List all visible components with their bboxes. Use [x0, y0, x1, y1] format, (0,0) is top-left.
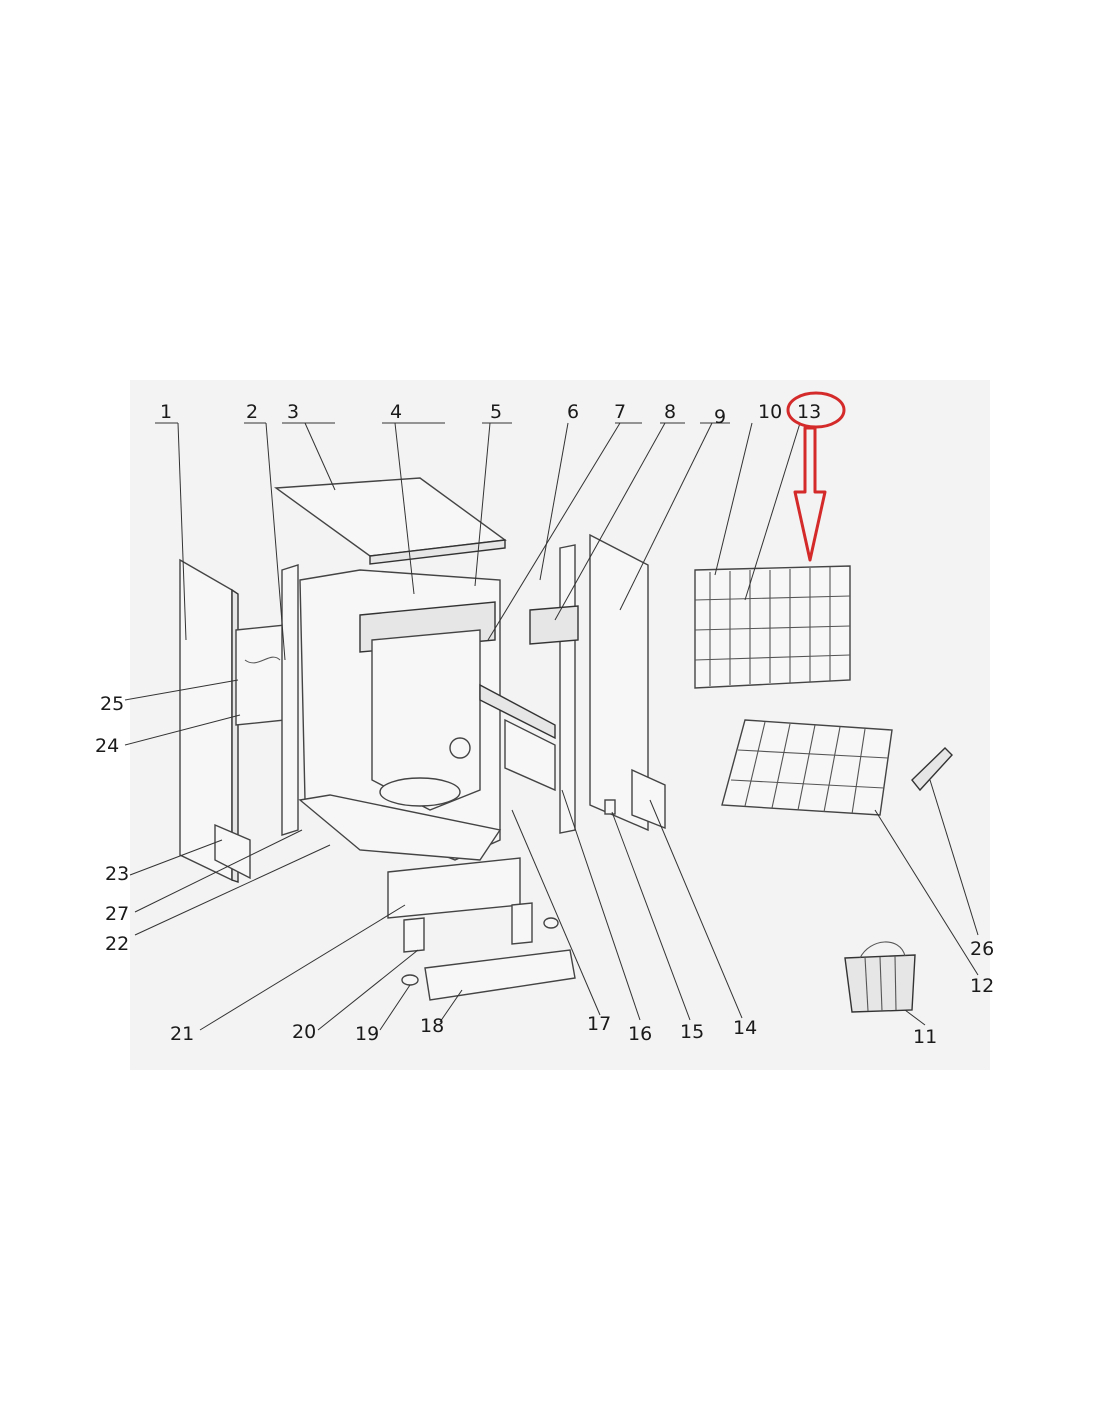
label-18: 18 — [420, 1015, 444, 1037]
label-1: 1 — [160, 401, 172, 423]
part-22-base-tray — [298, 794, 502, 861]
label-26: 26 — [970, 938, 994, 960]
label-4: 4 — [390, 401, 402, 423]
highlight-arrow-icon — [793, 426, 827, 562]
lower-basket-wires — [730, 721, 889, 815]
label-17: 17 — [587, 1013, 611, 1035]
cutlery-basket-grid — [864, 955, 897, 1012]
leader-lines — [124, 422, 979, 1031]
label-25: 25 — [100, 693, 124, 715]
label-13: 13 — [797, 401, 821, 423]
label-15: 15 — [680, 1021, 704, 1043]
foot-right — [543, 917, 559, 929]
label-9: 9 — [714, 406, 726, 428]
part-3-top-cover-edge — [369, 539, 506, 565]
part-8-bracket — [529, 605, 579, 645]
label-7: 7 — [614, 401, 626, 423]
leg-left — [403, 917, 425, 953]
label-21: 21 — [170, 1023, 194, 1045]
part-26-spray-part — [911, 747, 953, 792]
part-24-25-bracket — [235, 624, 286, 726]
part-labels: 1 2 3 4 5 6 7 8 9 10 13 25 24 23 27 22 2… — [95, 401, 994, 1048]
upper-basket-wires — [694, 567, 851, 686]
tub-port — [449, 737, 471, 759]
tub-sump — [379, 777, 461, 807]
part-9-right-side-panel — [589, 533, 649, 832]
part-17-side-plate — [504, 718, 556, 792]
label-11: 11 — [913, 1026, 937, 1048]
label-8: 8 — [664, 401, 676, 423]
label-12: 12 — [970, 975, 994, 997]
label-24: 24 — [95, 735, 119, 757]
label-3: 3 — [287, 401, 299, 423]
label-2: 2 — [246, 401, 258, 423]
part-2-rail — [281, 564, 299, 836]
label-10: 10 — [758, 401, 782, 423]
part-11-handle — [859, 941, 906, 959]
label-22: 22 — [105, 933, 129, 955]
label-19: 19 — [355, 1023, 379, 1045]
label-16: 16 — [628, 1023, 652, 1045]
label-14: 14 — [733, 1017, 757, 1039]
part-19-foot — [401, 974, 419, 986]
part-11-cutlery-basket — [844, 954, 916, 1013]
part-25-cutout — [244, 656, 281, 664]
label-23: 23 — [105, 863, 129, 885]
part-23-plate — [214, 823, 251, 880]
part-15-clip — [604, 799, 616, 815]
label-5: 5 — [490, 401, 502, 423]
part-7-arm — [479, 683, 556, 740]
part-18-kick-panel — [424, 949, 576, 1001]
part-14-plate — [631, 768, 666, 830]
tub-inner — [371, 629, 481, 811]
leg-right — [511, 902, 533, 945]
label-20: 20 — [292, 1021, 316, 1043]
label-27: 27 — [105, 903, 129, 925]
label-6: 6 — [567, 401, 579, 423]
